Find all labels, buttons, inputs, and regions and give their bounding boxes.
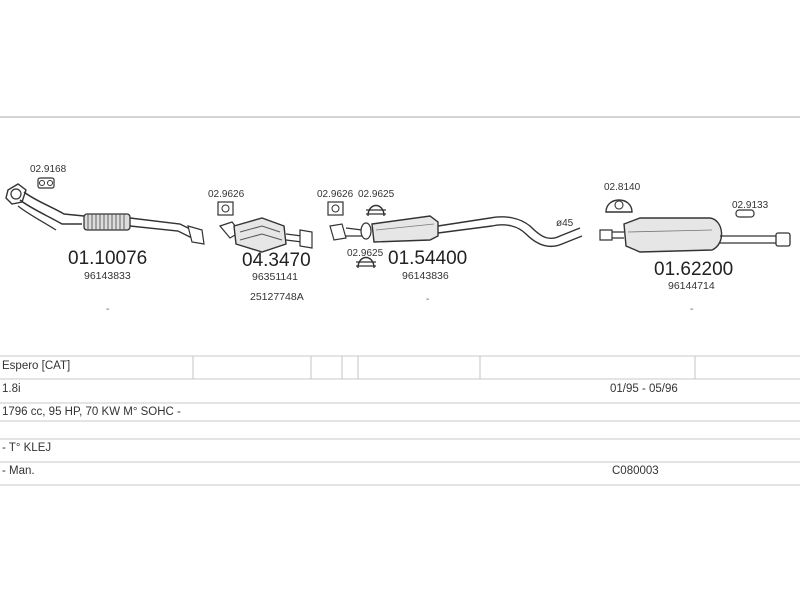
- vehicle-code: C080003: [612, 465, 659, 477]
- clamp-1-label: 02.9168: [30, 164, 67, 175]
- gasket-2-icon[interactable]: [327, 201, 344, 216]
- clamp-3-label: 02.9626: [317, 189, 354, 200]
- front-pipe[interactable]: [5, 183, 205, 245]
- middle-silencer-number: 01.54400: [388, 248, 467, 269]
- vehicle-model: Espero [CAT]: [2, 360, 71, 372]
- rubber-hanger-icon[interactable]: [605, 199, 633, 213]
- catalyst-number: 04.3470: [242, 250, 311, 271]
- catalyst-oem-2: 25127748A: [250, 291, 304, 303]
- rear-silencer-dot: -: [690, 304, 693, 315]
- vehicle-engine: 1.8i: [2, 383, 21, 395]
- rear-silencer[interactable]: [599, 217, 791, 253]
- clamp-4-label: 02.9625: [358, 189, 395, 200]
- clamp-icon[interactable]: [37, 177, 55, 189]
- vehicle-years: 01/95 - 05/96: [610, 383, 678, 395]
- front-pipe-oem: 96143833: [84, 270, 131, 282]
- rear-silencer-oem: 96144714: [668, 280, 715, 292]
- table-row: - Man. C080003: [0, 462, 800, 484]
- middle-silencer-oem: 96143836: [402, 270, 449, 282]
- vehicle-note: - T° KLEJ: [2, 442, 52, 454]
- clamp-2-label: 02.9626: [208, 189, 245, 200]
- table-row: - T° KLEJ: [0, 439, 800, 461]
- pipe-diameter-label: ø45: [556, 218, 574, 229]
- gasket-icon[interactable]: [217, 201, 234, 216]
- catalyst-oem-1: 96351141: [252, 271, 298, 283]
- rear-silencer-number: 01.62200: [654, 259, 733, 280]
- hanger-2-label: 02.9133: [732, 200, 769, 211]
- catalyst[interactable]: [218, 217, 313, 253]
- middle-silencer-dot: -: [426, 294, 429, 305]
- table-row: 1.8i 01/95 - 05/96: [0, 380, 800, 402]
- front-pipe-number: 01.10076: [68, 248, 147, 269]
- clamp-4-icon[interactable]: [366, 204, 386, 217]
- table-row: 1796 cc, 95 HP, 70 KW M° SOHC -: [0, 403, 800, 425]
- vehicle-specs: 1796 cc, 95 HP, 70 KW M° SOHC -: [2, 406, 181, 418]
- hanger-2-icon[interactable]: [735, 209, 755, 218]
- hanger-1-label: 02.8140: [604, 182, 641, 193]
- table-row: Espero [CAT]: [0, 357, 800, 379]
- table-grid: [0, 355, 800, 486]
- clamp-5-icon[interactable]: [356, 256, 376, 269]
- clamp-5-label: 02.9625: [347, 248, 384, 259]
- front-pipe-dot: -: [106, 304, 109, 315]
- vehicle-transmission: - Man.: [2, 465, 35, 477]
- middle-silencer[interactable]: [329, 215, 583, 248]
